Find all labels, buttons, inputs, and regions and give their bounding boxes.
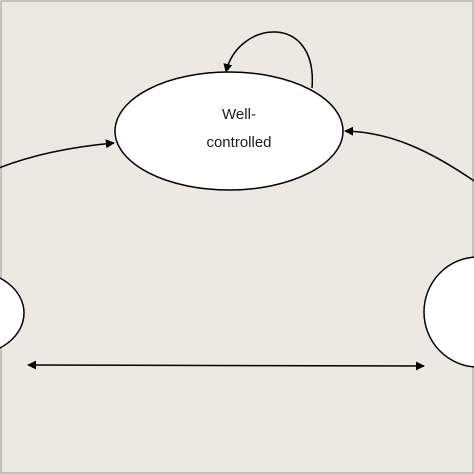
self-loop-arrow [223, 31, 313, 89]
left-right-bidirectional-arrow [27, 360, 425, 371]
node-well-controlled-label-line-1: Well- [222, 106, 256, 123]
node-left-state [0, 277, 25, 349]
node-well-controlled-label-line-2: controlled [206, 134, 271, 151]
left-to-well-controlled-arrow [0, 139, 115, 169]
node-right-state [423, 256, 474, 368]
right-to-well-controlled-arrow [344, 126, 474, 182]
node-well-controlled [114, 71, 344, 191]
